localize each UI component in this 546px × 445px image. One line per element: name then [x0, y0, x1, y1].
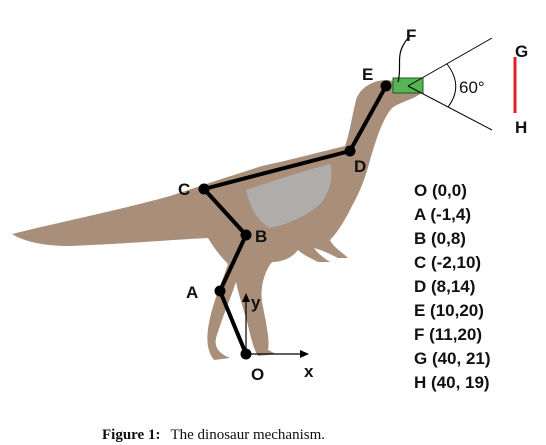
dinosaur-silhouette [12, 80, 420, 360]
joint-e [380, 80, 392, 92]
linkage-chain [202, 85, 388, 355]
coord-a: A (-1,4) [414, 205, 471, 224]
label-b: B [255, 227, 267, 246]
coordinate-axes: x y [242, 293, 314, 381]
label-f: F [406, 26, 416, 45]
coord-f: F (11,20) [414, 325, 482, 344]
point-labels: O A B C D E F G H [178, 26, 528, 384]
coord-o: O (0,0) [414, 181, 467, 200]
caption-text: The dinosaur mechanism. [170, 427, 325, 443]
caption-prefix: Figure 1: [102, 427, 160, 443]
joint-d [344, 145, 356, 157]
joint-c [198, 183, 210, 195]
x-axis-label: x [304, 362, 314, 381]
label-o: O [251, 365, 264, 384]
field-of-view: 60° [407, 37, 493, 131]
label-h: H [515, 118, 527, 137]
y-axis-arrowhead [242, 293, 250, 302]
x-axis-arrowhead [300, 350, 309, 358]
y-axis-label: y [251, 293, 261, 312]
fov-angle-arc [446, 63, 457, 108]
label-d: D [354, 157, 366, 176]
linkage-joints [198, 80, 392, 360]
label-c: C [178, 180, 190, 199]
joint-b [240, 229, 252, 241]
coord-d: D (8,14) [414, 277, 475, 296]
coord-c: C (-2,10) [414, 253, 481, 272]
fov-upper-ray [407, 37, 493, 87]
dinosaur-belly [246, 164, 332, 228]
label-e: E [362, 65, 373, 84]
coord-h: H (40, 19) [414, 373, 490, 392]
figure-caption: Figure 1: The dinosaur mechanism. [102, 426, 325, 443]
label-a: A [186, 283, 198, 302]
coord-b: B (0,8) [414, 229, 466, 248]
joint-o [240, 348, 252, 360]
label-g: G [515, 42, 528, 61]
coord-g: G (40, 21) [414, 349, 491, 368]
dinosaur-body [12, 80, 420, 360]
coordinate-list: O (0,0) A (-1,4) B (0,8) C (-2,10) D (8,… [414, 181, 491, 392]
joint-a [214, 285, 226, 297]
fov-lower-ray [407, 85, 493, 131]
angle-label: 60° [459, 78, 485, 97]
pointer-f [397, 35, 411, 83]
coord-e: E (10,20) [414, 301, 484, 320]
